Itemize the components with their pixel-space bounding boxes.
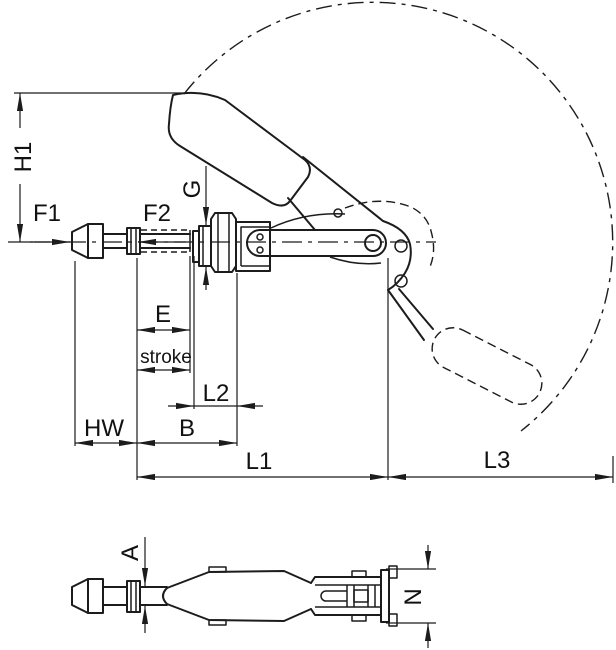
dimension-n: N <box>386 545 436 648</box>
force-f1: F1 <box>33 200 70 246</box>
dimension-stroke: stroke <box>137 347 192 374</box>
plunger-bar <box>246 229 387 257</box>
handle-grip <box>167 91 311 207</box>
dim-label-g: G <box>179 180 206 199</box>
dim-label-stroke: stroke <box>140 347 192 368</box>
dimension-l2: L2 <box>168 380 263 410</box>
dimension-b: B <box>137 415 237 447</box>
top-view-body <box>162 566 312 626</box>
spindle-rod <box>102 227 191 255</box>
handle-phantom-position <box>344 200 543 405</box>
dim-label-f1: F1 <box>33 200 61 227</box>
dim-label-l1: L1 <box>246 448 273 475</box>
dim-label-f2: F2 <box>143 200 171 227</box>
dimension-hw: HW <box>75 415 137 447</box>
dim-label-hw: HW <box>84 415 124 442</box>
top-view: A N <box>71 537 436 648</box>
handle-lever <box>270 156 434 341</box>
dim-label-b: B <box>179 415 195 442</box>
dimension-h1: H1 <box>8 92 182 243</box>
handle-swing-arc <box>183 1 614 432</box>
top-view-spindle-rod <box>102 580 168 613</box>
dimension-e: E <box>137 301 190 334</box>
dim-label-h1: H1 <box>10 142 37 173</box>
dimension-a: A <box>117 537 149 633</box>
spindle-tip <box>71 223 104 259</box>
force-f2: F2 <box>138 200 186 246</box>
dim-label-l2: L2 <box>203 380 230 407</box>
pivot-hole <box>364 234 382 252</box>
top-view-spindle-tip <box>71 578 104 614</box>
clevis-bracket <box>235 221 271 272</box>
dim-label-l3: L3 <box>484 447 511 474</box>
dimension-l3: L3 <box>388 447 613 481</box>
dim-label-n: N <box>400 588 427 605</box>
main-view: H1 F1 F2 G E <box>8 1 614 483</box>
extension-lines <box>74 256 614 483</box>
top-view-clevis-fork <box>310 565 398 627</box>
dim-label-e: E <box>155 301 171 328</box>
dimension-g: G <box>179 166 210 290</box>
dim-label-a: A <box>117 545 144 561</box>
dimension-l1: L1 <box>137 448 388 481</box>
